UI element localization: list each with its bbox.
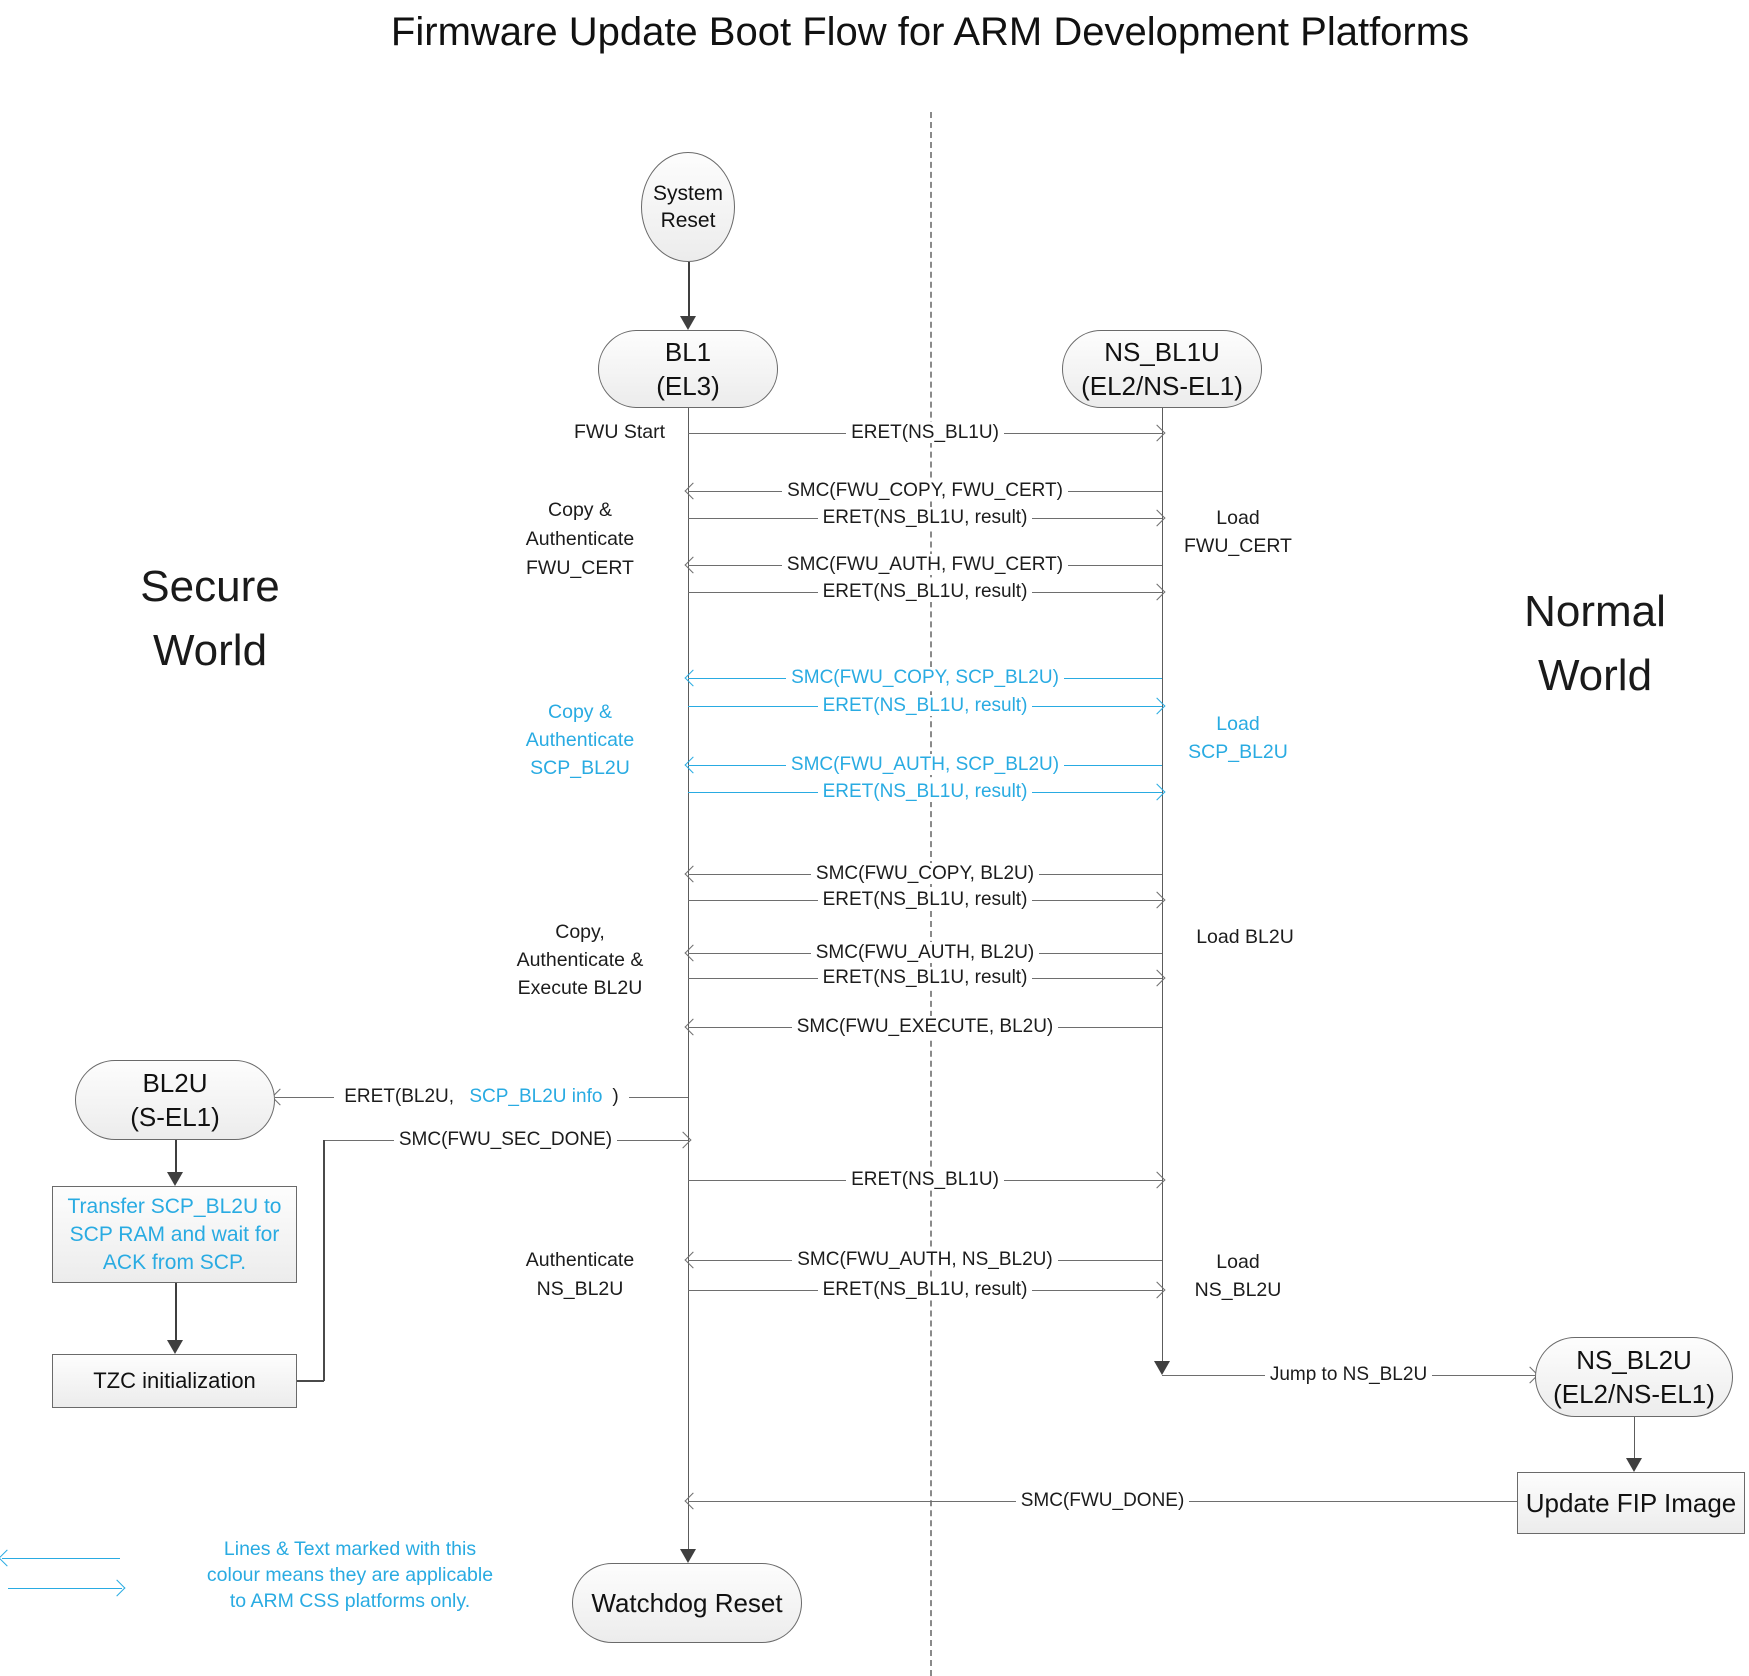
arrow-left-icon <box>0 1549 16 1567</box>
message-line <box>688 900 1162 901</box>
label-load-ns-bl2u: Load NS_BL2U <box>1194 1251 1282 1301</box>
transfer-scp-bl2u-node: Transfer SCP_BL2U to SCP RAM and wait fo… <box>52 1186 297 1283</box>
message-line <box>688 592 1162 593</box>
message-line <box>688 491 1162 492</box>
bl2u-to-transfer-arrowhead <box>167 1172 183 1186</box>
bl1-node: BL1 (EL3) <box>598 330 778 408</box>
ns-bl2u-node: NS_BL2U (EL2/NS-EL1) <box>1535 1337 1733 1417</box>
label-copy-auth-fwu-cert: Copy & Authenticate FWU_CERT <box>525 499 635 579</box>
tzc-initialization-node: TZC initialization <box>52 1354 297 1408</box>
watchdog-reset-node: Watchdog Reset <box>572 1563 802 1643</box>
bl2u-node: BL2U (S-EL1) <box>75 1060 275 1140</box>
legend-text: Lines & Text marked with this colour mea… <box>206 1538 494 1612</box>
secure-world-line1: Secure <box>140 562 280 611</box>
legend-line <box>8 1588 122 1589</box>
ns-bl2u-line2: (EL2/NS-EL1) <box>1553 1379 1715 1409</box>
label-load-fwu-cert: Load FWU_CERT <box>1184 507 1292 557</box>
message-line <box>688 953 1162 954</box>
ns-bl2u-to-update-fip-arrowhead <box>1626 1458 1642 1472</box>
message-line <box>688 1290 1162 1291</box>
bl1-line2: (EL3) <box>656 371 720 401</box>
message-line <box>688 792 1162 793</box>
system-reset-line1: System <box>652 182 723 205</box>
secure-world-label: Secure World <box>100 555 320 683</box>
ns-bl2u-to-update-fip-line <box>1634 1417 1635 1460</box>
bl1-line1: BL1 <box>664 337 712 367</box>
label-fwu-start: FWU Start <box>574 421 665 443</box>
message-line <box>688 874 1162 875</box>
tzc-connector-horizontal <box>297 1380 324 1382</box>
message-line <box>688 518 1162 519</box>
system-reset-to-bl1-arrowhead <box>680 316 696 330</box>
bl2u-line1: BL2U <box>142 1068 208 1098</box>
bl2u-line2: (S-EL1) <box>130 1102 220 1132</box>
system-reset-to-bl1-line <box>688 262 690 318</box>
world-divider-line <box>930 112 932 1676</box>
message-line <box>323 1140 688 1141</box>
label-copy-auth-exec-bl2u: Copy, Authenticate & Execute BL2U <box>516 921 644 999</box>
arrow-right-icon <box>108 1579 126 1597</box>
ns-bl1u-line2: (EL2/NS-EL1) <box>1081 371 1243 401</box>
page-title: Firmware Update Boot Flow for ARM Develo… <box>390 10 1470 54</box>
label-copy-auth-scp-bl2u: Copy & Authenticate SCP_BL2U <box>525 701 635 779</box>
system-reset-line2: Reset <box>660 209 716 232</box>
ns-bl1u-lifeline-end-arrowhead <box>1154 1361 1170 1375</box>
message-line <box>688 1027 1162 1028</box>
message-line <box>688 433 1162 434</box>
message-line <box>688 565 1162 566</box>
legend-line <box>2 1558 120 1559</box>
system-reset-node: System Reset <box>641 152 735 262</box>
ns-bl1u-lifeline <box>1162 408 1163 1361</box>
ns-bl1u-line1: NS_BL1U <box>1104 337 1220 367</box>
bl1-to-watchdog-arrowhead <box>680 1549 696 1563</box>
normal-world-label: Normal World <box>1470 580 1720 708</box>
normal-world-line2: World <box>1537 651 1653 700</box>
message-line <box>275 1097 688 1098</box>
message-line <box>1162 1375 1535 1376</box>
bl1-lifeline <box>688 408 689 1551</box>
message-line <box>688 1180 1162 1181</box>
label-authenticate-ns-bl2u: Authenticate NS_BL2U <box>525 1249 635 1300</box>
message-line <box>688 678 1162 679</box>
label-load-scp-bl2u: Load SCP_BL2U <box>1188 713 1288 763</box>
tzc-connector-vertical <box>323 1140 325 1381</box>
update-fip-image-node: Update FIP Image <box>1517 1472 1745 1534</box>
ns-bl2u-line1: NS_BL2U <box>1576 1345 1692 1375</box>
transfer-to-tzc-arrowhead <box>167 1340 183 1354</box>
message-line <box>688 1260 1162 1261</box>
normal-world-line1: Normal <box>1524 587 1666 636</box>
message-line <box>688 706 1162 707</box>
ns-bl1u-node: NS_BL1U (EL2/NS-EL1) <box>1062 330 1262 408</box>
message-line <box>688 1501 1517 1502</box>
secure-world-line2: World <box>152 626 268 675</box>
message-line <box>688 765 1162 766</box>
bl2u-to-transfer-line <box>175 1140 177 1174</box>
label-load-bl2u: Load BL2U <box>1196 926 1294 948</box>
transfer-to-tzc-line <box>175 1283 177 1342</box>
message-line <box>688 978 1162 979</box>
